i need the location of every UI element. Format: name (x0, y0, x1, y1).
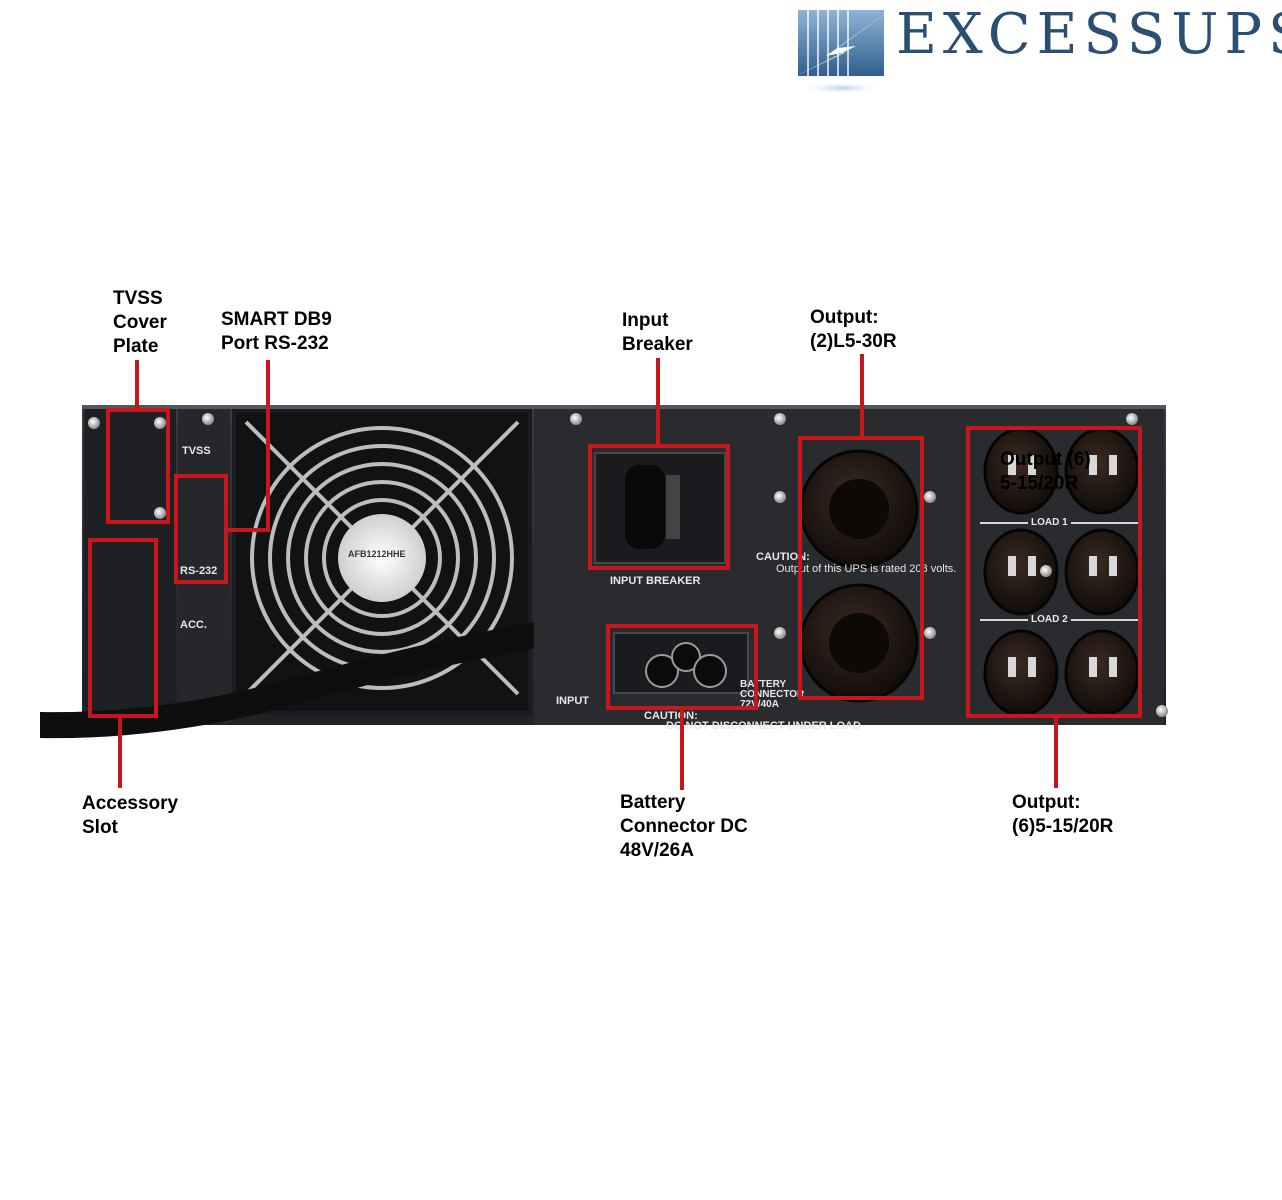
accessory-slot-callout: Accessory Slot (82, 792, 178, 840)
tvss-leader-line (135, 360, 139, 410)
tvss-cover-plate-callout: TVSS Cover Plate (113, 287, 167, 359)
screw (774, 491, 786, 503)
screw (1126, 413, 1138, 425)
rs232-leader-line-vertical (266, 360, 270, 532)
callout-line: 5-15/20R (1000, 473, 1079, 494)
input-breaker-callout: Input Breaker (622, 309, 693, 357)
battery-leader-line (680, 708, 684, 790)
callout-line: Input (622, 310, 669, 331)
caution-text: Output of this UPS is rated 208 volts. (776, 563, 957, 575)
caution-heading: CAUTION: (756, 551, 810, 563)
output-l5-30r-callout: Output: (2)L5-30R (810, 306, 897, 354)
screw (924, 491, 936, 503)
logo-mark-icon (792, 6, 896, 94)
acc-panel-label: ACC. (180, 619, 207, 631)
logo-text: EXCESSUPS (896, 2, 1282, 67)
screw (154, 417, 166, 429)
battery-connector-highlight (606, 624, 758, 710)
logo: EXCESSUPS (786, 0, 1282, 100)
battery-connector-label-2: CONNECTOR (740, 689, 805, 700)
l5-30r-outlets-highlight (798, 436, 924, 700)
callout-line: 48V/26A (620, 840, 694, 861)
battery-connector-callout: Battery Connector DC 48V/26A (620, 791, 748, 863)
screw (570, 413, 582, 425)
l5-30r-leader-line (860, 354, 864, 438)
ups-chassis-illustration (40, 405, 1166, 739)
callout-line: Output: (810, 307, 879, 328)
tvss-panel-label: TVSS (182, 445, 211, 457)
screw (924, 627, 936, 639)
screw (88, 417, 100, 429)
battery-connector-label-1: BATTERY (740, 679, 787, 690)
load2-label: LOAD 2 (1028, 614, 1071, 625)
input-panel-label: INPUT (556, 695, 589, 707)
tvss-cover-plate-highlight (106, 408, 170, 524)
screw (1040, 565, 1052, 577)
screw (154, 507, 166, 519)
callout-line: TVSS (113, 288, 163, 309)
callout-line: Output (6) (1000, 449, 1091, 470)
output-5-15-20r-callout: Output: (6)5-15/20R (1012, 791, 1113, 839)
callout-line: (6)5-15/20R (1012, 816, 1114, 837)
callout-line: Battery (620, 792, 686, 813)
rs232-port-highlight (174, 474, 228, 584)
callout-line: Breaker (622, 334, 693, 355)
callout-line: Connector DC (620, 816, 748, 837)
input-breaker-leader-line (656, 358, 660, 446)
callout-line: Output: (1012, 792, 1081, 813)
ups-rear-panel: TVSS RS-232 ACC. AFB1212HHE INPUT BREAKE… (40, 395, 1170, 755)
screw (774, 413, 786, 425)
fan-model-label: AFB1212HHE (348, 549, 406, 559)
callout-line: Cover (113, 312, 167, 333)
callout-line: (2)L5-30R (810, 331, 897, 352)
load1-label: LOAD 1 (1028, 517, 1071, 528)
callout-line: SMART DB9 (221, 309, 332, 330)
output-overlay-callout: Output (6) 5-15/20R (1000, 448, 1091, 496)
callout-line: Accessory (82, 793, 179, 814)
rs232-leader-line-horizontal (226, 528, 270, 532)
input-breaker-highlight (588, 444, 730, 570)
5-15-20r-leader-line (1054, 716, 1058, 788)
battery-connector-label-3: 72V/40A (740, 699, 779, 710)
screw (774, 627, 786, 639)
battery-caution-heading: CAUTION: (644, 710, 698, 722)
callout-line: Plate (113, 336, 159, 357)
callout-line: Slot (82, 817, 118, 838)
accessory-slot-highlight (88, 538, 158, 718)
input-breaker-panel-label: INPUT BREAKER (610, 575, 701, 587)
callout-line: Port RS-232 (221, 333, 329, 354)
screw (202, 413, 214, 425)
rs232-panel-label: RS-232 (180, 565, 218, 577)
screw (1156, 705, 1168, 717)
smart-db9-callout: SMART DB9 Port RS-232 (221, 308, 332, 356)
accessory-leader-line (118, 716, 122, 788)
battery-caution-text: DO NOT DISCONNECT UNDER LOAD (666, 720, 861, 732)
